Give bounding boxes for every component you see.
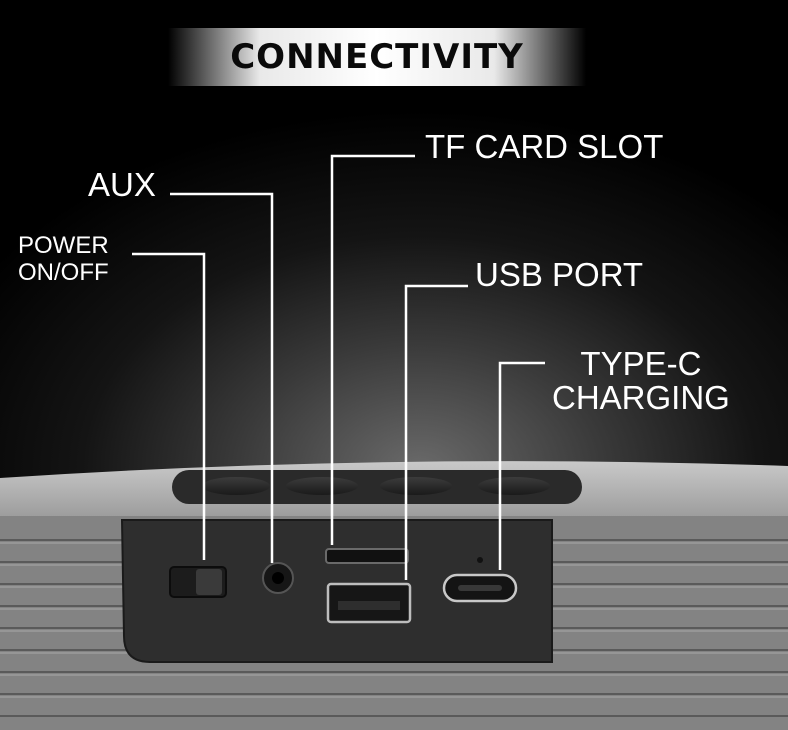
aux-label: AUX	[88, 166, 156, 203]
tf-card-slot-icon	[325, 548, 409, 564]
tf-card-label: TF CARD SLOT	[425, 128, 664, 165]
button-strip	[172, 470, 582, 504]
control-button-3	[380, 477, 452, 495]
type-c-label: TYPE-C CHARGING	[552, 347, 730, 415]
aux-leader-line	[170, 192, 274, 563]
control-button-4	[478, 477, 550, 495]
type-c-label-line-1: TYPE-C	[580, 345, 702, 382]
type-c-label-line-2: CHARGING	[552, 379, 730, 416]
led-indicator-icon	[477, 557, 483, 563]
banner-title: CONNECTIVITY	[230, 37, 524, 77]
power-label-line-2: ON/OFF	[18, 259, 109, 286]
title-banner: CONNECTIVITY	[168, 28, 586, 86]
usb-leader-line	[404, 284, 468, 580]
type-c-leader-line	[498, 361, 545, 570]
power-leader-line	[132, 252, 206, 560]
control-button-2	[286, 477, 358, 495]
power-label: POWER ON/OFF	[18, 232, 109, 286]
usb-port-label: USB PORT	[475, 256, 644, 293]
control-button-1	[202, 477, 270, 495]
tf-card-leader-line	[330, 154, 415, 545]
power-label-line-1: POWER	[18, 232, 109, 259]
